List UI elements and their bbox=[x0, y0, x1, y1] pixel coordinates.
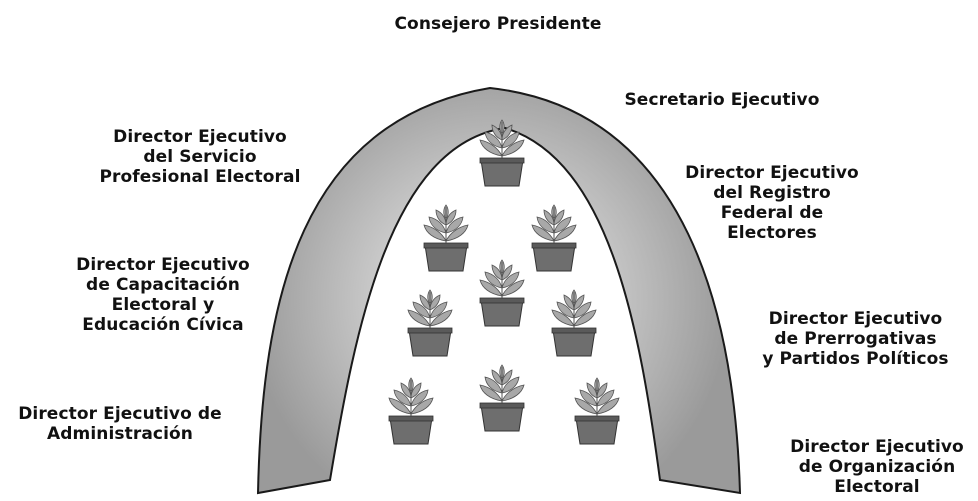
arch-shape bbox=[256, 86, 742, 495]
label-director-organizacion: Director Ejecutivo de Organización Elect… bbox=[790, 437, 964, 497]
label-director-prerrogativas: Director Ejecutivo de Prerrogativas y Pa… bbox=[762, 309, 949, 369]
label-director-capacitacion: Director Ejecutivo de Capacitación Elect… bbox=[76, 255, 250, 335]
label-director-servicio-profesional: Director Ejecutivo del Servicio Profesio… bbox=[99, 127, 301, 187]
label-director-administracion: Director Ejecutivo de Administración bbox=[18, 404, 222, 444]
label-director-registro-federal: Director Ejecutivo del Registro Federal … bbox=[685, 163, 859, 243]
label-secretario-ejecutivo: Secretario Ejecutivo bbox=[624, 90, 820, 110]
label-consejero-presidente: Consejero Presidente bbox=[394, 14, 602, 34]
